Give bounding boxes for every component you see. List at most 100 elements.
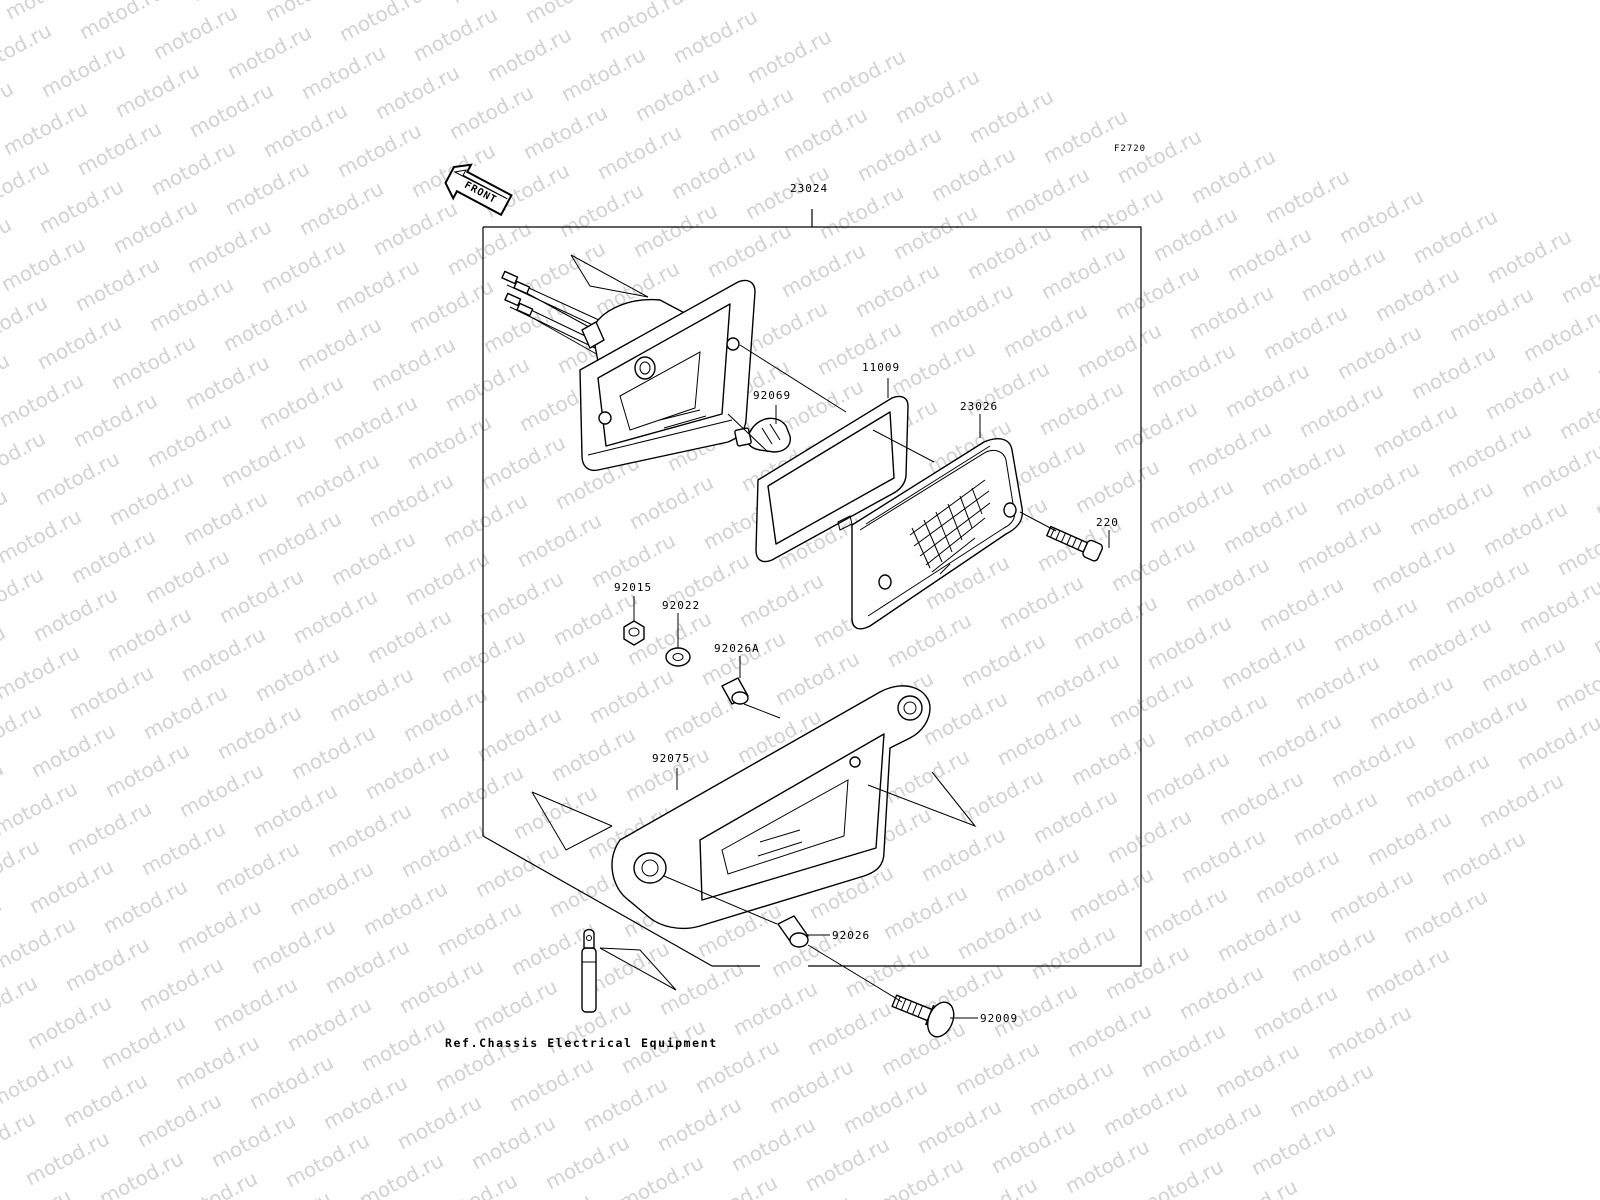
watermark-text: motod.ru <box>913 1094 1005 1158</box>
watermark-text: motod.ru <box>245 1050 337 1114</box>
watermark-text: motod.ru <box>59 1068 151 1132</box>
watermark-text: motod.ru <box>369 196 461 260</box>
callout-bulb: 92069 <box>753 389 791 402</box>
watermark-text: motod.ru <box>1111 260 1203 324</box>
watermark-text: motod.ru <box>219 292 311 356</box>
nut <box>623 620 645 646</box>
watermark-text: motod.ru <box>0 232 89 296</box>
watermark-text: motod.ru <box>1145 474 1237 538</box>
watermark-text: motod.ru <box>111 58 203 122</box>
watermark-text: motod.ru <box>0 154 53 218</box>
callout-bolt: 92009 <box>980 1012 1018 1025</box>
watermark-text: motod.ru <box>249 778 341 842</box>
watermark-text: motod.ru <box>75 0 167 44</box>
watermark-text: motod.ru <box>957 628 1049 692</box>
watermark-text: motod.ru <box>223 20 315 84</box>
watermark-text: motod.ru <box>209 972 301 1036</box>
watermark-text: motod.ru <box>295 176 387 240</box>
watermark-text: motod.ru <box>1479 496 1571 560</box>
watermark-text: motod.ru <box>361 740 453 804</box>
watermark-text: motod.ru <box>1037 240 1129 304</box>
watermark-text: motod.ru <box>1103 804 1195 868</box>
watermark-text: motod.ru <box>815 180 907 244</box>
watermark-text: motod.ru <box>65 660 157 724</box>
watermark-text: motod.ru <box>1515 574 1600 638</box>
watermark-text: motod.ru <box>511 644 603 708</box>
watermark-text: motod.ru <box>393 1090 485 1154</box>
watermark-text: motod.ru <box>73 116 165 180</box>
watermark-text: motod.ru <box>483 22 575 86</box>
callout-gasket: 11009 <box>862 361 900 374</box>
bolt <box>891 994 955 1038</box>
watermark-text: motod.ru <box>99 874 191 938</box>
watermark-text: motod.ru <box>71 252 163 316</box>
watermark-text: motod.ru <box>281 1128 373 1192</box>
watermark-text: motod.ru <box>615 1150 707 1200</box>
watermark-text: motod.ru <box>329 390 421 454</box>
watermark-text: motod.ru <box>357 1012 449 1076</box>
watermark-text: motod.ru <box>991 842 1083 906</box>
watermark-text: motod.ru <box>505 1052 597 1116</box>
watermark-text: motod.ru <box>475 566 567 630</box>
watermark-text: motod.ru <box>1071 454 1163 518</box>
watermark-text: motod.ru <box>1443 418 1535 482</box>
watermark-text: motod.ru <box>1369 398 1461 462</box>
watermark-text: motod.ru <box>1363 806 1455 870</box>
watermark-text: motod.ru <box>327 526 419 590</box>
watermark-text: motod.ru <box>771 646 863 710</box>
watermark-text: motod.ru <box>1405 476 1497 540</box>
watermark-text: motod.ru <box>1215 766 1307 830</box>
callout-lens: 23026 <box>960 400 998 413</box>
watermark-text: motod.ru <box>27 718 119 782</box>
watermark-text: motod.ru <box>37 38 129 102</box>
watermark-text: motod.ru <box>765 1054 857 1118</box>
bracket <box>611 685 931 930</box>
watermark-text: motod.ru <box>289 584 381 648</box>
watermark-text: motod.ru <box>359 876 451 940</box>
watermark-text: motod.ru <box>513 508 605 572</box>
watermark-text: motod.ru <box>445 80 537 144</box>
watermark-text: motod.ru <box>0 912 79 976</box>
watermark-text: motod.ru <box>963 220 1055 284</box>
watermark-text: motod.ru <box>1327 728 1419 792</box>
watermark-text: motod.ru <box>803 996 895 1060</box>
watermark-text: motod.ru <box>371 60 463 124</box>
watermark-text: motod.ru <box>1365 670 1457 734</box>
watermark-text: motod.ru <box>1325 864 1417 928</box>
watermark-text: motod.ru <box>1335 184 1427 248</box>
lens <box>851 438 1024 630</box>
watermark-text: motod.ru <box>1029 784 1121 848</box>
watermark-text: motod.ru <box>1475 768 1567 832</box>
watermark-text: motod.ru <box>1069 590 1161 654</box>
watermark-text: motod.ru <box>1445 282 1537 346</box>
watermark-text: motod.ru <box>1137 1018 1229 1082</box>
watermark-text: motod.ru <box>839 1074 931 1138</box>
watermark-text: motod.ru <box>147 136 239 200</box>
watermark-text: motod.ru <box>0 426 49 490</box>
watermark-text: motod.ru <box>1555 380 1600 444</box>
watermark-text: motod.ru <box>1439 690 1531 754</box>
watermark-text: motod.ru <box>255 370 347 434</box>
gasket <box>755 395 909 563</box>
watermark-text: motod.ru <box>471 838 563 902</box>
watermark-text: motod.ru <box>253 506 345 570</box>
watermark-text: motod.ru <box>1249 980 1341 1044</box>
watermark-text: motod.ru <box>287 720 379 784</box>
watermark-text: motod.ru <box>1333 320 1425 384</box>
watermark-text: motod.ru <box>103 602 195 666</box>
watermark-text: motod.ru <box>509 780 601 844</box>
watermark-text: motod.ru <box>889 200 981 264</box>
watermark-text: motod.ru <box>0 18 55 82</box>
watermark-text: motod.ru <box>21 1126 113 1190</box>
screw <box>1046 525 1104 562</box>
reference-note: Ref.Chassis Electrical Equipment <box>445 1036 718 1050</box>
collar <box>777 915 809 948</box>
watermark-text: motod.ru <box>321 934 413 998</box>
watermark-text: motod.ru <box>669 4 761 68</box>
watermark-text: motod.ru <box>1141 746 1233 810</box>
watermark-text: motod.ru <box>917 822 1009 886</box>
watermark-text: motod.ru <box>727 1112 819 1176</box>
watermark-text: motod.ru <box>881 744 973 808</box>
watermark-text: motod.ru <box>1221 358 1313 422</box>
